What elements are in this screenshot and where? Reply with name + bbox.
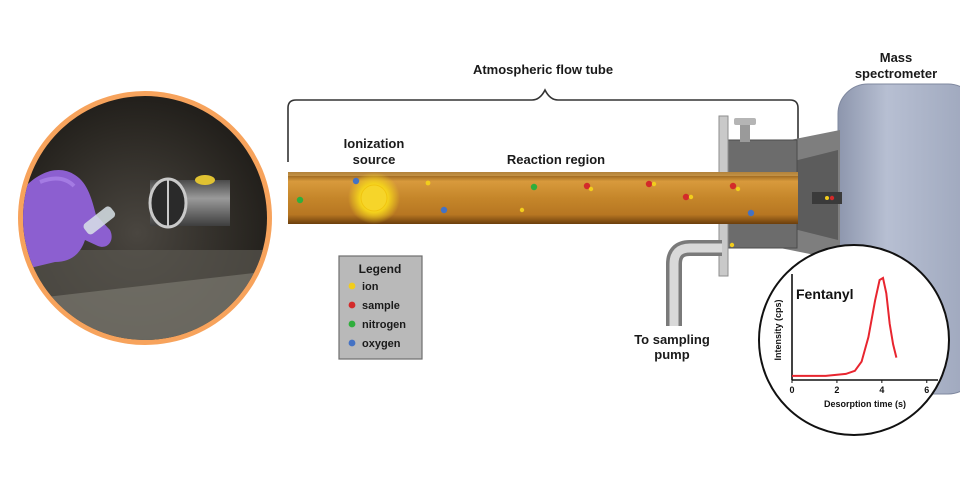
ion-particle <box>729 242 735 248</box>
x-tick-label: 4 <box>879 385 884 395</box>
nitrogen-particle <box>296 196 304 204</box>
legend-item-sample: sample <box>362 300 400 312</box>
legend-item-nitrogen: nitrogen <box>362 319 406 331</box>
y-axis-label: Intensity (cps) <box>773 299 783 360</box>
legend-dot-ion <box>348 282 356 290</box>
legend-item-ion: ion <box>362 281 379 293</box>
ionization-label-line2: source <box>353 152 396 167</box>
legend-dot-sample <box>348 301 356 309</box>
x-tick-label: 2 <box>834 385 839 395</box>
legend-dot-oxygen <box>348 339 356 347</box>
sample-particle <box>645 180 653 188</box>
oxygen-particle <box>747 209 755 217</box>
legend-title: Legend <box>359 262 402 276</box>
legend-item-oxygen: oxygen <box>362 338 401 350</box>
reaction-region-label: Reaction region <box>507 152 605 167</box>
ion-particle <box>588 186 594 192</box>
ion-particle <box>651 181 657 187</box>
sample-particle <box>583 182 591 190</box>
sample-particle <box>729 182 737 190</box>
legend: Legend ion sample nitrogen oxygen <box>338 255 423 360</box>
lab-photo <box>18 91 272 345</box>
particles <box>296 177 755 248</box>
oxygen-particle <box>440 206 448 214</box>
flow-tube-bracket <box>287 88 799 165</box>
legend-dot-nitrogen <box>348 320 356 328</box>
x-axis-label: Desorption time (s) <box>824 399 906 409</box>
vial <box>83 206 116 235</box>
ionization-label-line1: Ionization <box>344 136 405 151</box>
mass-spec-label-line2: spectrometer <box>855 66 937 81</box>
ion-particle <box>688 194 694 200</box>
pump-label-line1: To sampling <box>634 332 710 347</box>
nitrogen-particle <box>530 183 538 191</box>
fentanyl-trace <box>792 276 898 377</box>
sample-particle <box>682 193 690 201</box>
mass-spec-label-line1: Mass <box>880 50 913 65</box>
oxygen-particle <box>352 177 360 185</box>
x-tick-label: 0 <box>789 385 794 395</box>
sampling-pump-pipe <box>666 240 722 326</box>
ion-particle <box>735 186 741 192</box>
gloved-hand <box>23 170 112 270</box>
pump-label-line2: pump <box>654 347 689 362</box>
flow-tube-label: Atmospheric flow tube <box>473 62 613 77</box>
ion-particle <box>425 180 431 186</box>
ion-particle <box>519 207 525 213</box>
x-tick-label: 6 <box>924 385 929 395</box>
chart-title: Fentanyl <box>796 286 854 302</box>
